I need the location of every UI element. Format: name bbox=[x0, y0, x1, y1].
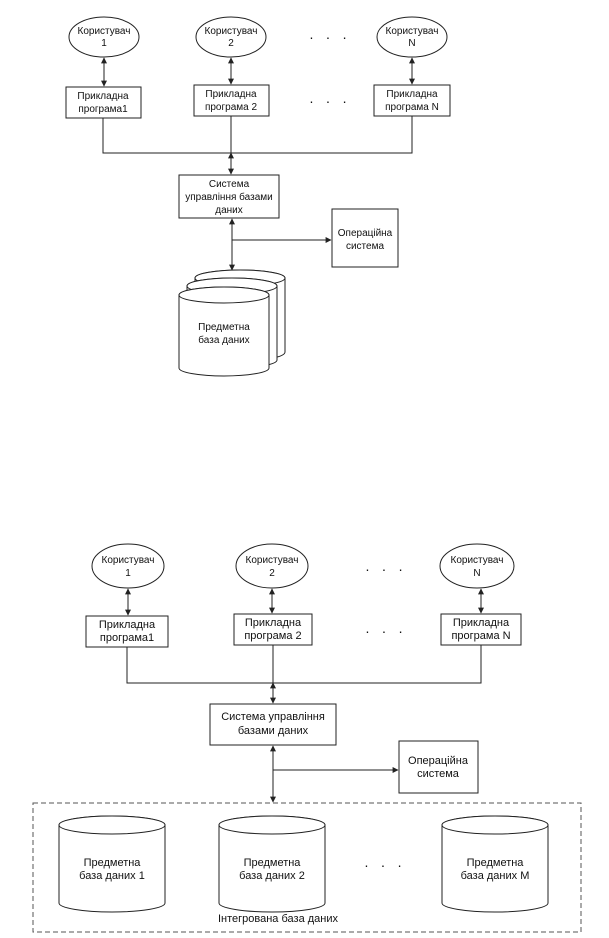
bottom-database-1: Предметна база даних 1 bbox=[58, 815, 166, 913]
bottom-user-1-label: Користувач bbox=[102, 555, 155, 566]
bottom-dbms-line1: Система управління bbox=[221, 711, 325, 723]
bottom-program-bus bbox=[126, 645, 482, 684]
bottom-program-1-line1: Прикладна bbox=[99, 619, 156, 631]
bottom-program-n-line2: програма N bbox=[451, 630, 510, 642]
bottom-programs-ellipsis: · · · bbox=[365, 623, 407, 639]
bottom-database-2-line1: Предметна bbox=[244, 857, 302, 869]
top-user-2-number: 2 bbox=[228, 38, 234, 49]
bottom-user-2-number: 2 bbox=[269, 568, 275, 579]
bottom-database-m: Предметна база даних M bbox=[441, 815, 549, 913]
bottom-user-1: Користувач 1 bbox=[91, 543, 165, 589]
bottom-user-1-number: 1 bbox=[125, 568, 131, 579]
top-program-2: Прикладна програма 2 bbox=[193, 84, 270, 117]
bottom-databases-ellipsis: · · · bbox=[364, 857, 406, 873]
bottom-program-n: Прикладна програма N bbox=[440, 613, 522, 646]
top-os-line1: Операційна bbox=[338, 228, 393, 239]
top-user-1-label: Користувач bbox=[78, 26, 131, 37]
top-dbms-line1: Система bbox=[209, 179, 250, 190]
top-diagram: Користувач 1 Користувач 2 Користувач N ·… bbox=[65, 16, 451, 377]
top-user-2: Користувач 2 bbox=[195, 16, 267, 58]
top-dbms-line3: даних bbox=[215, 205, 243, 216]
top-program-n-line1: Прикладна bbox=[386, 89, 438, 100]
bottom-diagram: Користувач 1 Користувач 2 Користувач N ·… bbox=[32, 543, 582, 933]
bottom-database-1-line1: Предметна bbox=[84, 857, 142, 869]
top-user-n-label: Користувач bbox=[386, 26, 439, 37]
bottom-user-2: Користувач 2 bbox=[235, 543, 309, 589]
integrated-database-label: Інтегрована база даних bbox=[218, 913, 339, 925]
bottom-program-2-line1: Прикладна bbox=[245, 617, 302, 629]
bottom-database-2: Предметна база даних 2 bbox=[218, 815, 326, 913]
top-database-line2: база даних bbox=[198, 334, 249, 346]
bottom-user-n: Користувач N bbox=[439, 543, 515, 589]
top-user-n-number: N bbox=[408, 38, 415, 49]
bottom-program-n-line1: Прикладна bbox=[453, 617, 510, 629]
top-program-n: Прикладна програма N bbox=[373, 84, 451, 117]
bottom-user-n-number: N bbox=[473, 568, 480, 579]
top-programs-ellipsis: · · · bbox=[309, 93, 351, 109]
top-users-ellipsis: · · · bbox=[309, 29, 351, 45]
top-user-2-label: Користувач bbox=[205, 26, 258, 37]
bottom-os-box: Операційна система bbox=[398, 740, 479, 794]
bottom-program-1: Прикладна програма1 bbox=[85, 615, 169, 648]
top-program-1-line2: програма1 bbox=[78, 104, 128, 115]
bottom-os-line2: система bbox=[417, 768, 460, 780]
bottom-user-2-label: Користувач bbox=[246, 555, 299, 566]
bottom-users-ellipsis: · · · bbox=[365, 561, 407, 577]
top-dbms-box: Система управління базами даних bbox=[178, 174, 280, 219]
bottom-program-1-line2: програма1 bbox=[100, 632, 154, 644]
bottom-os-line1: Операційна bbox=[408, 755, 469, 767]
top-user-n: Користувач N bbox=[376, 16, 448, 58]
bottom-dbms-box: Система управління базами даних bbox=[209, 703, 337, 746]
top-os-line2: система bbox=[346, 241, 384, 252]
top-database-line1: Предметна bbox=[198, 322, 250, 333]
top-database-stack: Предметна база даних bbox=[178, 269, 286, 377]
top-program-2-line2: програма 2 bbox=[205, 102, 258, 113]
top-user-1: Користувач 1 bbox=[68, 16, 140, 58]
bottom-database-1-line2: база даних 1 bbox=[79, 870, 145, 882]
bottom-program-2-line2: програма 2 bbox=[244, 630, 301, 642]
top-program-bus bbox=[102, 116, 413, 154]
top-program-1: Прикладна програма1 bbox=[65, 86, 142, 119]
bottom-dbms-line2: базами даних bbox=[238, 725, 309, 737]
top-program-1-line1: Прикладна bbox=[77, 91, 129, 102]
bottom-database-m-line2: база даних M bbox=[461, 870, 530, 882]
bottom-database-m-line1: Предметна bbox=[467, 857, 525, 869]
top-os-box: Операційна система bbox=[331, 208, 399, 268]
top-program-n-line2: програма N bbox=[385, 102, 439, 113]
bottom-user-n-label: Користувач bbox=[451, 555, 504, 566]
integrated-database-container bbox=[32, 802, 582, 933]
top-dbms-line2: управління базами bbox=[185, 191, 272, 203]
bottom-database-2-line2: база даних 2 bbox=[239, 870, 305, 882]
top-program-2-line1: Прикладна bbox=[205, 89, 257, 100]
top-user-1-number: 1 bbox=[101, 38, 107, 49]
bottom-program-2: Прикладна програма 2 bbox=[233, 613, 313, 646]
